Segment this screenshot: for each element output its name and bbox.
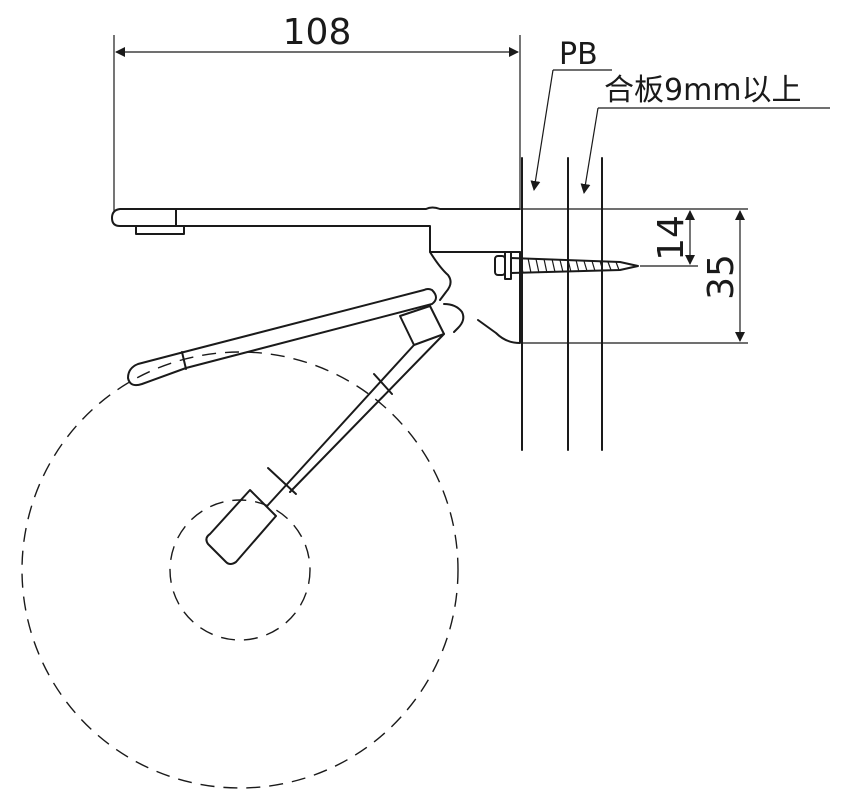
spindle-joint-lower — [267, 467, 297, 495]
plywood-label: 合板9mm以上 — [604, 73, 802, 108]
height-dimension-value: 35 — [701, 254, 742, 300]
hinge-curve-lower — [443, 303, 465, 333]
wall-base-plate — [477, 251, 521, 344]
roll-outer-circle — [21, 351, 459, 789]
pb-label: PB — [559, 37, 598, 72]
height-dimensions: 14 35 — [522, 208, 748, 344]
spindle-end-cap — [205, 489, 277, 565]
screw-thread — [519, 257, 620, 274]
screw-shank — [510, 257, 639, 274]
width-dimension: 108 — [113, 12, 521, 212]
cover-plate — [127, 288, 437, 387]
screw-head — [494, 255, 506, 276]
roll-core-circle — [169, 499, 311, 641]
plywood-callout: 合板9mm以上 — [580, 73, 830, 194]
cover-seam — [181, 351, 187, 370]
holder-bracket — [111, 206, 521, 344]
screw-dimension-value: 14 — [651, 215, 692, 261]
hinged-cover — [127, 288, 437, 387]
hinge-curve-upper — [429, 251, 452, 301]
spindle-shaft — [267, 333, 445, 506]
shelf-front-foot — [135, 225, 185, 235]
spindle-joint-upper — [373, 373, 393, 395]
wall-layers — [521, 157, 603, 451]
shelf-top-plate — [111, 206, 521, 253]
paper-spindle — [205, 305, 445, 565]
width-dimension-value: 108 — [283, 12, 352, 53]
mounting-screw — [494, 251, 639, 280]
spindle-hinge-block — [399, 305, 445, 346]
pb-leader — [530, 69, 554, 191]
plywood-leader — [580, 107, 599, 194]
paper-roll-outline — [21, 351, 459, 789]
pb-callout: PB — [530, 37, 612, 191]
